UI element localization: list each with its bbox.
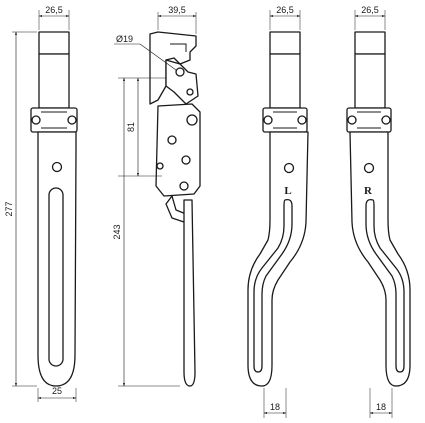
v2-body bbox=[155, 103, 201, 197]
view-right-bent: R 26,5 18 bbox=[346, 5, 411, 418]
v3-clamp-body bbox=[269, 53, 301, 109]
v2-dim-pivot: 81 bbox=[126, 122, 136, 132]
v4-clamp-body bbox=[354, 53, 386, 109]
v4-dim-top-width: 26,5 bbox=[361, 5, 379, 15]
v4-top-cap bbox=[354, 31, 386, 55]
view-left-bent: L 26,5 18 bbox=[247, 5, 309, 418]
v3-dim-bottom-width: 18 bbox=[270, 402, 280, 412]
v1-hinge-pin-left bbox=[31, 115, 41, 125]
v1-top-cap bbox=[38, 31, 70, 55]
v4-hinge-pin-right bbox=[381, 115, 391, 125]
v2-pivot-bottom bbox=[179, 181, 189, 191]
v3-dim-top-width: 26,5 bbox=[276, 5, 294, 15]
v3-mark-label: L bbox=[284, 185, 291, 197]
v1-hinge-pin-right bbox=[67, 115, 77, 125]
view-front-straight: 26,5 277 25 bbox=[4, 5, 78, 402]
view-side: 39,5 Ø19 81 243 bbox=[112, 5, 201, 387]
v2-trigger bbox=[165, 195, 187, 223]
v2-dim-hole: Ø19 bbox=[116, 34, 133, 44]
v4-hinge-pin-left bbox=[347, 115, 357, 125]
v2-pivot-top bbox=[175, 67, 185, 77]
v2-dim-lever: 243 bbox=[112, 224, 122, 239]
v2-lever bbox=[183, 199, 196, 387]
v3-lever-slot bbox=[253, 198, 293, 373]
v2-pivot-lower bbox=[181, 155, 191, 165]
v4-lever-slot bbox=[365, 198, 405, 373]
v4-dim-bottom-width: 18 bbox=[376, 402, 386, 412]
v1-dim-height: 277 bbox=[4, 201, 14, 216]
v3-lever-hole bbox=[283, 162, 295, 174]
v1-lever-slot bbox=[48, 187, 64, 367]
v2-pivot-main bbox=[186, 114, 198, 126]
v3-top-cap bbox=[269, 31, 301, 55]
v1-dim-bottom-width: 25 bbox=[52, 386, 62, 396]
v2-pin-side bbox=[156, 162, 164, 170]
v3-hinge-pin-left bbox=[263, 115, 273, 125]
v2-dim-top-width: 39,5 bbox=[168, 5, 186, 15]
v2-pin bbox=[186, 88, 194, 96]
v2-pivot-mid bbox=[167, 135, 177, 145]
v1-dim-top-width: 26,5 bbox=[45, 5, 63, 15]
v4-lever-hole bbox=[363, 162, 375, 174]
v3-hinge-pin-right bbox=[297, 115, 307, 125]
v1-lever-hole bbox=[51, 161, 63, 173]
v1-clamp-body bbox=[38, 53, 70, 109]
v4-mark-label: R bbox=[364, 185, 373, 197]
